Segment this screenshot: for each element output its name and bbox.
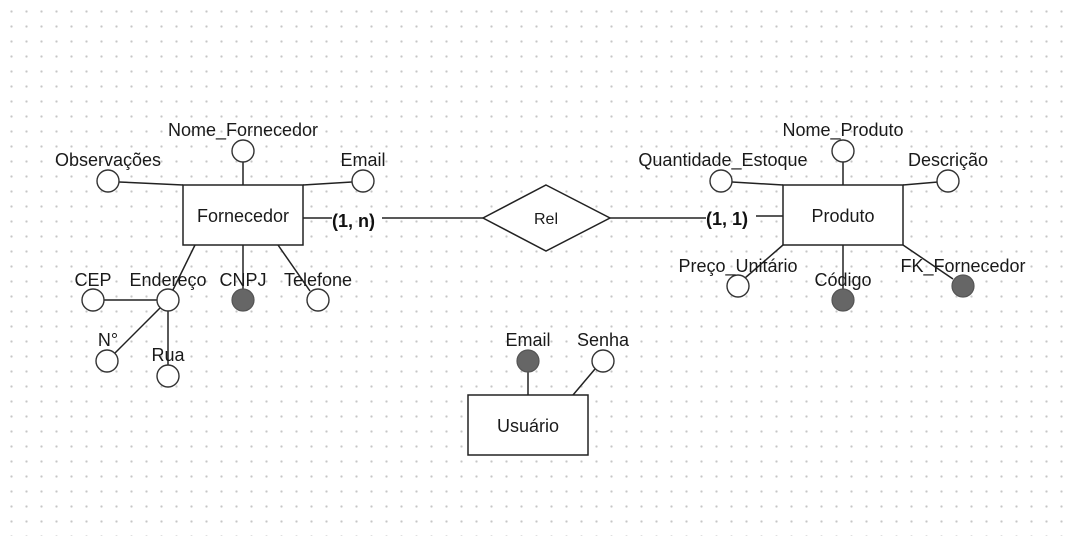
attr-circle-descricao[interactable] [936,169,960,193]
attr-label-descricao: Descrição [908,150,988,170]
attr-label-cnpj: CNPJ [219,270,266,290]
attr-circle-preco-unitario[interactable] [726,274,750,298]
attr-label-rua: Rua [151,345,185,365]
attr-circle-endereco[interactable] [156,288,180,312]
connector-lines [104,162,954,396]
attr-circle-observacoes[interactable] [96,169,120,193]
attr-circle-quantidade-estoque[interactable] [709,169,733,193]
entity-fornecedor-box[interactable] [182,184,304,246]
attr-label-preco-unitario: Preço_Unitário [678,256,797,277]
entity-fornecedor-label: Fornecedor [197,206,289,226]
attr-circle-cep[interactable] [81,288,105,312]
line-produto-preco [744,244,784,279]
attr-label-numero: N° [98,330,118,350]
entity-produto-box[interactable] [782,184,904,246]
line-fornecedor-observacoes [118,181,184,186]
entity-fornecedor[interactable]: Fornecedor [182,184,304,246]
line-produto-quantidade [731,181,784,186]
attr-circle-senha[interactable] [591,349,615,373]
line-produto-fk [902,244,954,280]
attr-circle-nome-produto[interactable] [831,139,855,163]
relationship-rel[interactable]: Rel [481,184,612,252]
cardinality-fornecedor: (1, n) [332,211,375,231]
attr-label-telefone: Telefone [284,270,352,290]
attr-circle-nome-fornecedor[interactable] [231,139,255,163]
attr-label-fk-fornecedor: FK_Fornecedor [900,256,1025,277]
relationship-label: Rel [534,211,558,228]
attr-circle-email-usuario-key[interactable] [516,349,540,373]
relationship-diamond[interactable] [481,184,612,252]
line-fornecedor-email [302,181,353,186]
attr-label-cep: CEP [74,270,111,290]
line-produto-descricao [902,181,939,186]
attr-circle-rua[interactable] [156,364,180,388]
line-fornecedor-telefone [277,244,311,292]
line-usuario-senha [572,368,596,396]
entity-usuario-label: Usuário [497,416,559,436]
attr-label-email-usuario: Email [505,330,550,350]
attr-circle-numero[interactable] [95,349,119,373]
entity-usuario-box[interactable] [467,394,589,456]
entity-usuario[interactable]: Usuário [467,394,589,456]
attr-circle-cnpj-key[interactable] [231,288,255,312]
attr-circle-telefone[interactable] [306,288,330,312]
attr-label-email-fornecedor: Email [340,150,385,170]
attr-circle-email-fornecedor[interactable] [351,169,375,193]
attr-label-endereco: Endereço [129,270,206,290]
attr-label-codigo: Código [814,270,871,290]
attr-circle-fk-fornecedor[interactable] [951,274,975,298]
entity-produto-label: Produto [811,206,874,226]
attr-label-observacoes: Observações [55,150,161,170]
entity-produto[interactable]: Produto [782,184,904,246]
attr-circle-codigo-key[interactable] [831,288,855,312]
attr-label-nome-fornecedor: Nome_Fornecedor [168,120,318,141]
attr-label-senha: Senha [577,330,630,350]
cardinality-produto: (1, 1) [706,209,748,229]
attr-label-quantidade-estoque: Quantidade_Estoque [638,150,807,171]
line-endereco-numero [114,307,161,354]
attr-label-nome-produto: Nome_Produto [782,120,903,141]
